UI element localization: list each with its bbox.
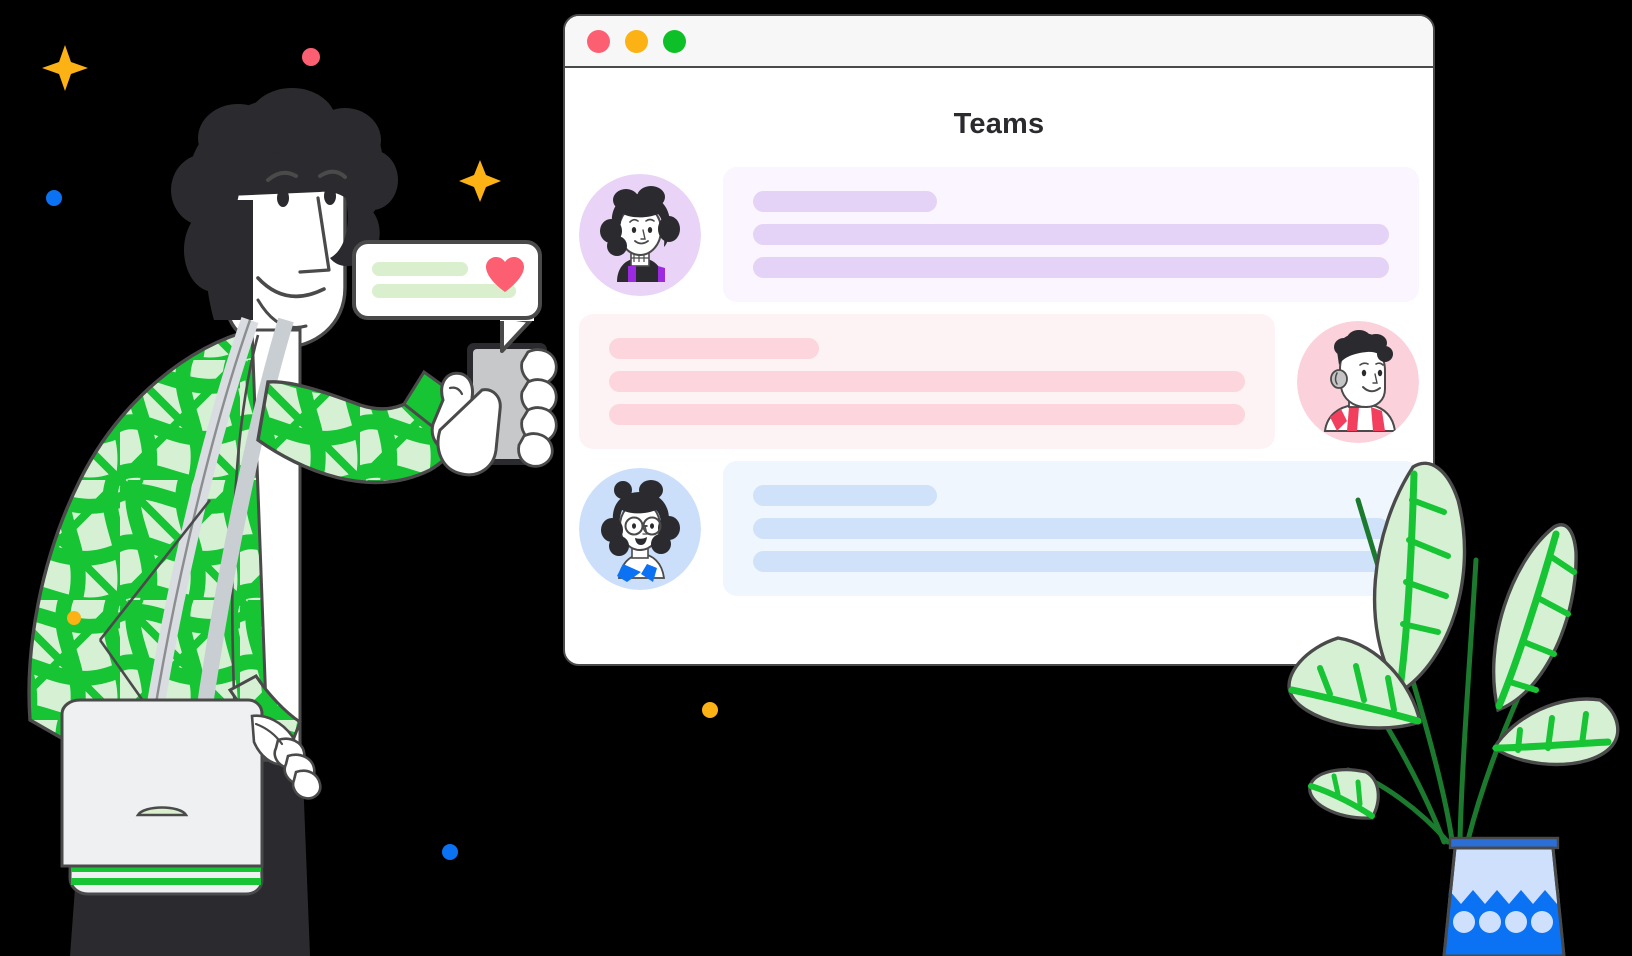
bubble-text-line [372,262,468,276]
maximize-button[interactable] [663,29,686,53]
dot-yellow-bottom [702,702,718,718]
team-row-2[interactable] [565,314,1433,449]
star-yellow-small [459,160,501,202]
placeholder-bar [609,404,1245,425]
character-head [171,88,398,350]
placeholder-bar [753,224,1389,245]
team-row-1-card [723,167,1419,302]
man-striped-shirt-avatar[interactable] [1297,320,1419,443]
window-titlebar [565,16,1433,68]
plant-leaf [1308,768,1380,820]
woman-glasses-avatar[interactable] [579,467,701,590]
dot-pink-top [302,48,320,66]
placeholder-bar [753,191,938,212]
heart-icon [486,257,524,292]
placeholder-bar [609,371,1245,392]
minimize-button[interactable] [625,29,648,53]
page-title: Teams [953,108,1045,140]
window-content: Teams [565,108,1433,664]
team-row-1[interactable] [565,167,1433,302]
team-row-3-card [723,461,1419,596]
placeholder-bar [753,518,1389,539]
placeholder-bar [753,485,938,506]
placeholder-bar [609,338,819,359]
dot-blue-left [46,190,62,206]
woman-curly-hair-avatar[interactable] [579,173,701,296]
messenger-bag [60,698,322,896]
plant-leaf [1287,636,1422,730]
plant-leaf [1491,697,1620,767]
teams-list [565,167,1433,596]
bubble-text-line [372,284,516,298]
dot-blue-bottom [442,844,458,860]
star-yellow-large [42,45,88,91]
dot-orange-jacket [67,611,81,625]
team-row-2-card [579,314,1275,449]
potted-plant [1287,461,1620,956]
plant-leaf [1491,523,1578,713]
plant-leaf [1372,461,1467,695]
chat-bubble[interactable] [352,240,552,357]
plant-pot [1442,836,1566,956]
placeholder-bar [753,257,1389,278]
team-row-3[interactable] [565,461,1433,596]
browser-window[interactable]: Teams [563,14,1435,666]
close-button[interactable] [587,29,610,53]
placeholder-bar [753,551,1389,572]
character-hand-phone [430,348,558,477]
